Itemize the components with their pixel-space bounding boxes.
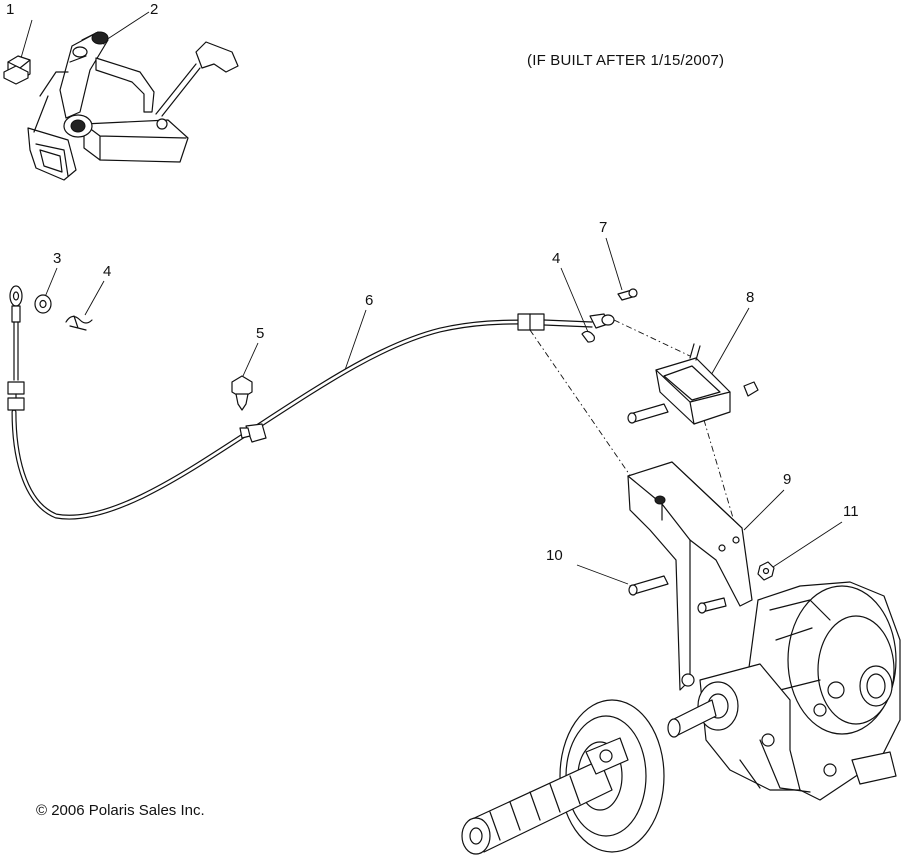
callout-label-5: 5 [256, 325, 264, 342]
fastener-icon [231, 375, 253, 411]
washer-icon [34, 294, 52, 314]
callout-1: 1 [6, 1, 33, 59]
callout-label-11: 11 [843, 503, 859, 520]
callout-11: 11 [772, 503, 859, 568]
callout-8: 8 [709, 289, 754, 378]
mounting-bracket-icon [627, 461, 753, 691]
brake-pedal-assembly-icon [27, 31, 239, 181]
callout-10: 10 [546, 547, 629, 585]
clip-icon-right [581, 330, 595, 343]
alignment-lines [529, 319, 737, 529]
callout-7: 7 [599, 219, 623, 291]
build-date-note: (IF BUILT AFTER 1/15/2007) [527, 52, 725, 69]
callout-2: 2 [105, 1, 158, 41]
callout-label-4b: 4 [552, 250, 560, 267]
callout-4-right: 4 [552, 250, 589, 333]
callout-5: 5 [242, 325, 264, 377]
bolt-icon-10 [628, 575, 727, 614]
callout-3: 3 [44, 250, 61, 298]
bolt-icon [3, 55, 31, 85]
callout-label-1: 1 [6, 1, 14, 18]
cable-icon [11, 313, 615, 520]
callout-6: 6 [344, 292, 373, 371]
callout-label-3: 3 [53, 250, 61, 267]
callout-label-10: 10 [546, 547, 563, 564]
caliper-bracket-icon [627, 343, 759, 425]
callout-label-7: 7 [599, 219, 607, 236]
axle-shaft-icon [461, 737, 629, 855]
pin-icon [617, 288, 638, 301]
callout-label-2: 2 [150, 1, 158, 18]
callout-4-left: 4 [84, 263, 111, 316]
gearcase-icon [667, 581, 901, 801]
copyright-text: © 2006 Polaris Sales Inc. [36, 802, 205, 819]
nut-icon [757, 561, 775, 581]
callout-label-9: 9 [783, 471, 791, 488]
clip-icon [65, 315, 93, 331]
callout-label-8: 8 [746, 289, 754, 306]
cable-end-rod [7, 285, 25, 411]
callout-label-4a: 4 [103, 263, 111, 280]
callout-label-6: 6 [365, 292, 373, 309]
callout-9: 9 [743, 471, 791, 531]
